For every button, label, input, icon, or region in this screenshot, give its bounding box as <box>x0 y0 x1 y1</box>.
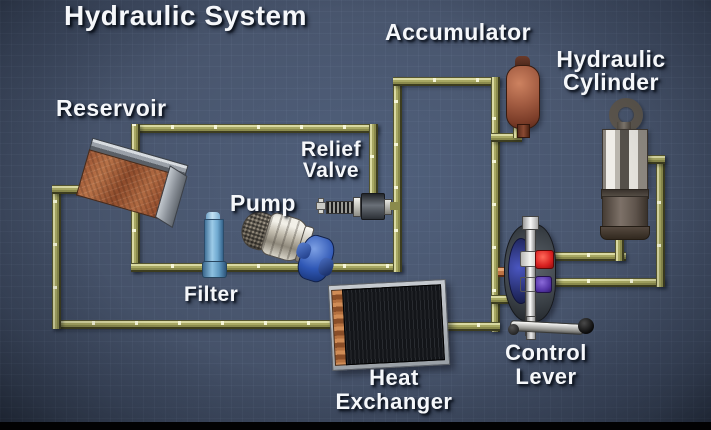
pipe-bottom-return-line <box>52 320 342 329</box>
relief-valve-spring <box>326 201 354 214</box>
control-valve-rod-cap <box>522 216 539 230</box>
cylinder-barrel-upper <box>602 129 648 191</box>
relief-valve-graphic <box>316 192 400 220</box>
pipe-relief-return-top <box>131 124 378 133</box>
label-heat-exchanger: Heat Exchanger <box>335 365 453 414</box>
pipe-relief-valve-riser <box>369 124 378 198</box>
hydraulic-cylinder-graphic <box>600 98 652 240</box>
control-lever-arm <box>509 320 585 335</box>
heat-exchanger-graphic <box>327 278 451 372</box>
label-control-lever: Control Lever <box>505 340 587 389</box>
pipe-accumulator-loop-top <box>393 77 500 86</box>
accumulator-bottle <box>506 65 540 129</box>
label-pump: Pump <box>230 190 296 216</box>
relief-valve-outlet-stub <box>390 202 400 210</box>
pipe-pump-discharge-riser <box>393 77 402 272</box>
heat-exchanger-core <box>342 284 445 366</box>
label-relief-valve: Relief Valve <box>300 138 362 182</box>
label-hydraulic-cylinder: Hydraulic Cylinder <box>556 46 666 95</box>
filter-graphic <box>202 212 227 278</box>
pipe-left-return-riser <box>52 185 61 329</box>
filter-body <box>204 219 224 265</box>
accumulator-graphic <box>506 56 540 138</box>
control-lever-knob <box>578 318 594 334</box>
label-accumulator: Accumulator <box>385 19 532 45</box>
bottom-letterbox-bar <box>0 422 711 430</box>
relief-valve-flange <box>353 197 361 217</box>
reservoir-graphic <box>75 137 189 229</box>
pipe-cylinder-rod-riser <box>656 155 665 287</box>
cylinder-barrel-lower <box>602 196 648 230</box>
control-valve-purple-port <box>535 276 552 293</box>
control-valve-red-port <box>535 250 554 269</box>
accumulator-neck <box>517 124 530 138</box>
control-valve-graphic <box>496 216 600 344</box>
page-title: Hydraulic System <box>64 0 307 31</box>
label-reservoir: Reservoir <box>56 95 167 121</box>
label-filter: Filter <box>184 283 239 306</box>
relief-valve-adjuster-tip <box>316 202 326 210</box>
cylinder-bottom-cap <box>600 226 650 240</box>
relief-valve-body <box>361 193 385 220</box>
filter-base <box>202 261 227 278</box>
control-lever-pivot <box>508 324 519 335</box>
